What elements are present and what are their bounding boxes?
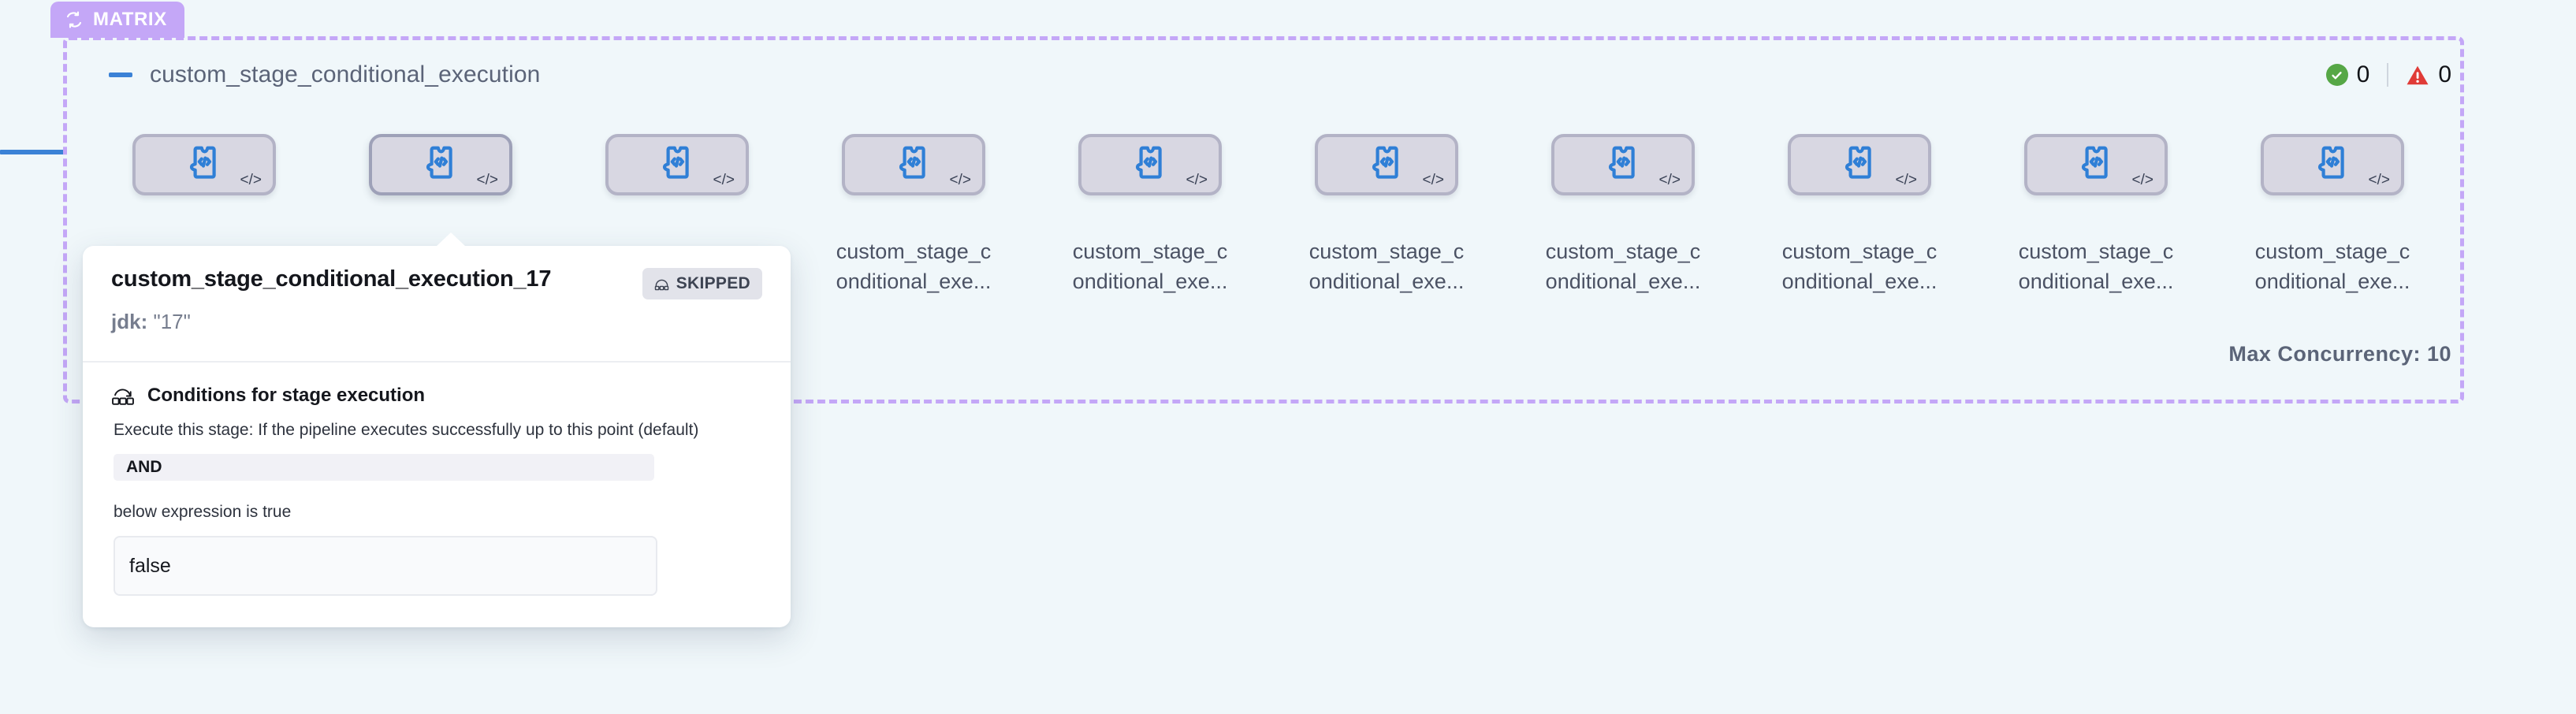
tooltip-matrix-axis: jdk: "17"	[111, 310, 762, 334]
matrix-axis-key: jdk:	[111, 310, 148, 333]
group-title: custom_stage_conditional_execution	[150, 61, 541, 87]
matrix-node-caption-9: custom_stage_c onditional_exe...	[2005, 236, 2187, 297]
caption-line-2: onditional_exe...	[1545, 270, 1701, 294]
code-plugin-icon	[1366, 141, 1407, 186]
tooltip-conditions-section: Conditions for stage execution Execute t…	[83, 363, 791, 627]
code-plugin-icon	[2312, 141, 2353, 186]
warning-count: 0	[2438, 61, 2451, 87]
code-plugin-icon	[2075, 141, 2116, 186]
check-circle-icon	[2325, 64, 2348, 86]
tooltip-header: custom_stage_conditional_execution_17 jd…	[83, 246, 791, 361]
matrix-loop-icon	[65, 10, 84, 29]
matrix-node-2[interactable]: </>	[369, 134, 512, 195]
code-tag-icon: </>	[1658, 172, 1681, 188]
matrix-node-caption-5: custom_stage_c onditional_exe...	[1059, 236, 1241, 297]
code-plugin-icon	[893, 141, 934, 186]
matrix-badge: MATRIX	[50, 2, 184, 38]
warning-counter: 0	[2406, 61, 2451, 88]
matrix-node-caption-7: custom_stage_c onditional_exe...	[1532, 236, 1714, 297]
tooltip-arrow	[436, 232, 466, 247]
code-plugin-icon	[184, 141, 225, 186]
matrix-node-6[interactable]: </>	[1315, 134, 1458, 195]
code-plugin-icon	[1603, 141, 1644, 186]
code-tag-icon: </>	[2368, 172, 2390, 188]
code-plugin-icon	[1839, 141, 1880, 186]
conditions-arrow-icon	[111, 385, 135, 407]
tooltip-title: custom_stage_conditional_execution_17	[111, 266, 552, 292]
matrix-node-caption-10: custom_stage_c onditional_exe...	[2242, 236, 2423, 297]
matrix-node-caption-8: custom_stage_c onditional_exe...	[1769, 236, 1950, 297]
skipped-bridge-icon	[654, 277, 669, 291]
caption-line-2: onditional_exe...	[1308, 270, 1465, 294]
code-tag-icon: </>	[949, 172, 971, 188]
expression-label: below expression is true	[114, 503, 292, 522]
matrix-node-7[interactable]: </>	[1551, 134, 1695, 195]
incoming-connector-line	[0, 150, 69, 154]
code-tag-icon: </>	[1422, 172, 1444, 188]
caption-line-1: custom_stage_c	[1308, 240, 1465, 263]
matrix-node-caption-6: custom_stage_c onditional_exe...	[1296, 236, 1477, 297]
expression-value-field[interactable]: false	[114, 536, 657, 597]
minus-icon[interactable]	[109, 73, 132, 77]
matrix-node-3[interactable]: </>	[605, 134, 749, 195]
status-badge-label: SKIPPED	[676, 274, 750, 292]
caption-line-2: onditional_exe...	[2018, 270, 2174, 294]
caption-line-2: onditional_exe...	[1781, 270, 1938, 294]
matrix-node-4[interactable]: </>	[842, 134, 985, 195]
code-tag-icon: </>	[476, 172, 498, 188]
code-tag-icon: </>	[713, 172, 735, 188]
matrix-node-1[interactable]: </>	[132, 134, 276, 195]
conditions-header: Conditions for stage execution	[111, 385, 762, 407]
caption-line-1: custom_stage_c	[1072, 240, 1228, 263]
code-tag-icon: </>	[1895, 172, 1917, 188]
code-plugin-icon	[1130, 141, 1171, 186]
caption-line-2: onditional_exe...	[836, 270, 992, 294]
matrix-node-caption-4: custom_stage_c onditional_exe...	[823, 236, 1004, 297]
success-counter: 0	[2325, 61, 2370, 88]
code-tag-icon: </>	[2131, 172, 2153, 188]
matrix-node-5[interactable]: </>	[1078, 134, 1222, 195]
matrix-node-10[interactable]: </>	[2261, 134, 2404, 195]
warning-triangle-icon	[2406, 65, 2429, 86]
code-plugin-icon	[657, 141, 698, 186]
matrix-node-8[interactable]: </>	[1788, 134, 1931, 195]
stage-tooltip: custom_stage_conditional_execution_17 jd…	[83, 232, 791, 628]
caption-line-2: onditional_exe...	[1072, 270, 1228, 294]
max-concurrency-label: Max Concurrency: 10	[2228, 342, 2451, 366]
matrix-node-row: </> </> </> </> </> </> </> </> </> </>	[0, 134, 2576, 221]
code-tag-icon: </>	[1186, 172, 1208, 188]
matrix-axis-value: "17"	[153, 310, 191, 333]
status-badge: SKIPPED	[642, 268, 762, 299]
conditions-heading: Conditions for stage execution	[147, 385, 426, 406]
code-tag-icon: </>	[240, 172, 262, 188]
status-counters: 0 0	[2325, 61, 2451, 88]
success-count: 0	[2356, 61, 2370, 87]
caption-line-1: custom_stage_c	[1545, 240, 1701, 263]
caption-line-1: custom_stage_c	[1781, 240, 1938, 263]
group-header: custom_stage_conditional_execution	[109, 61, 540, 88]
tooltip-divider	[83, 361, 791, 363]
caption-line-1: custom_stage_c	[2018, 240, 2174, 263]
status-divider	[2387, 63, 2389, 87]
matrix-badge-label: MATRIX	[93, 9, 167, 30]
matrix-node-9[interactable]: </>	[2024, 134, 2168, 195]
caption-line-2: onditional_exe...	[2254, 270, 2410, 294]
conditions-description: Execute this stage: If the pipeline exec…	[114, 421, 699, 439]
caption-line-1: custom_stage_c	[836, 240, 992, 263]
code-plugin-icon	[420, 141, 461, 186]
condition-operator-field: AND	[114, 454, 654, 482]
caption-line-1: custom_stage_c	[2254, 240, 2410, 263]
